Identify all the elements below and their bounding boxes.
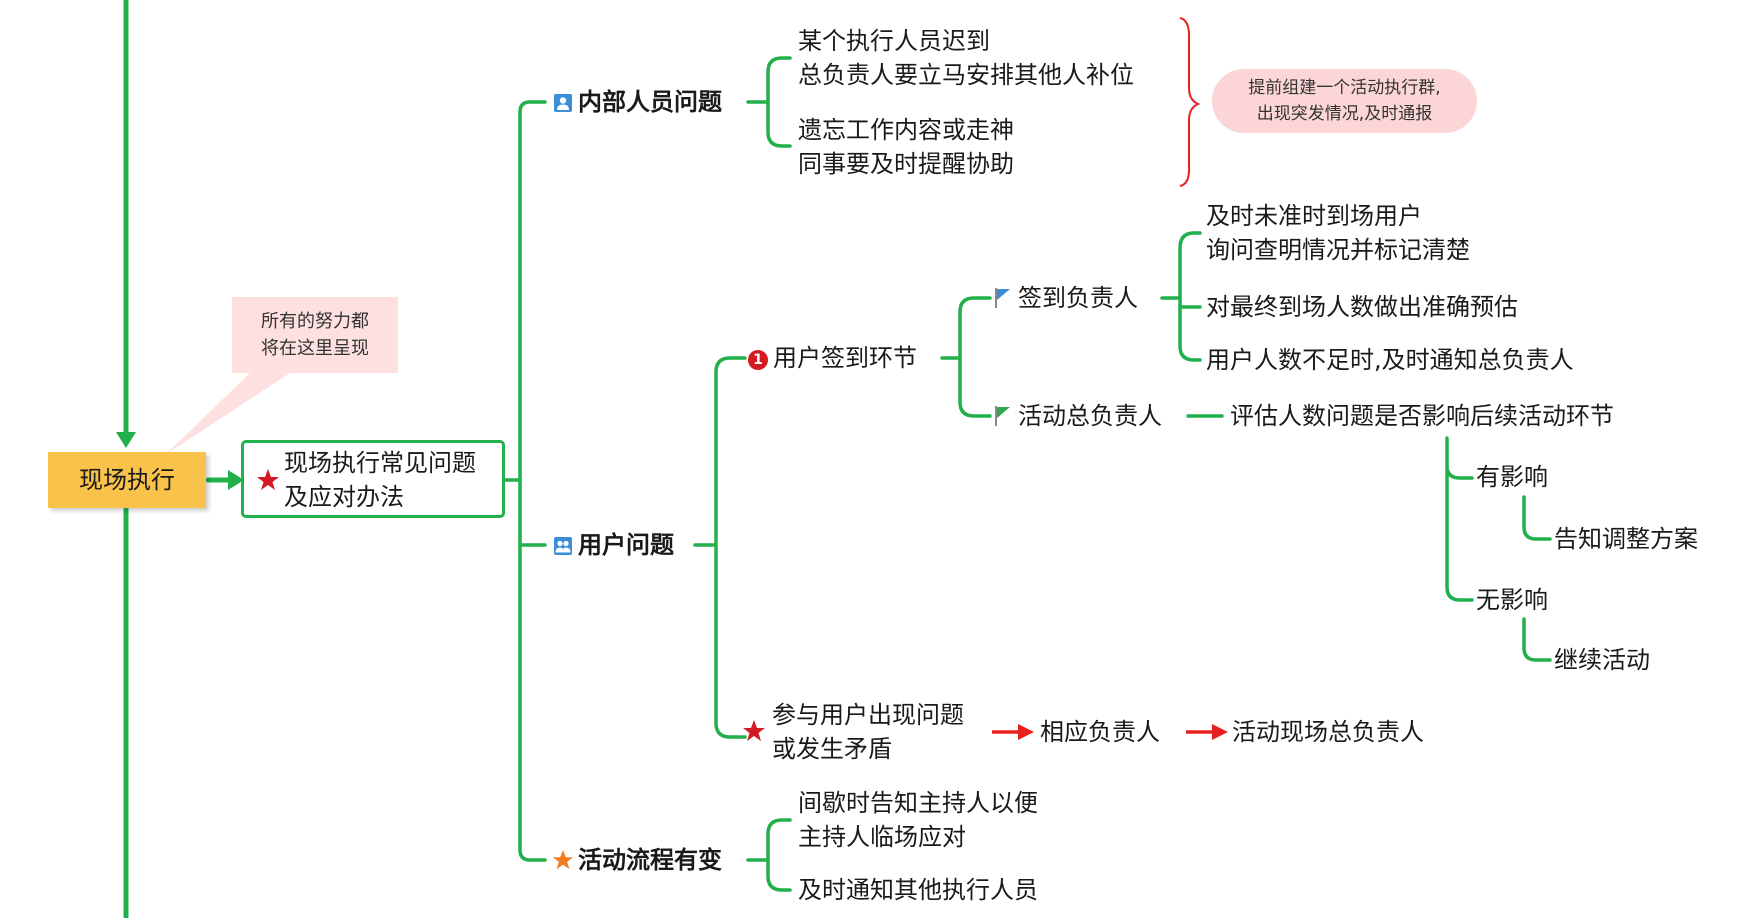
manager-node[interactable]: 活动总负责人	[994, 399, 1162, 433]
user-node[interactable]: 用户问题	[554, 528, 674, 562]
group-icon	[554, 537, 572, 555]
checkin-branch-lines	[940, 296, 992, 418]
signer-item-2[interactable]: 对最终到场人数做出准确预估	[1206, 293, 1518, 321]
yes-action-line	[1522, 495, 1552, 541]
main-topic-node[interactable]: 现场执行常见问题 及应对办法	[241, 440, 505, 518]
conflict-node[interactable]: 参与用户出现问题 或发生矛盾	[772, 698, 964, 766]
trunk-arrowhead	[116, 432, 136, 448]
flow-title: 活动流程有变	[578, 846, 722, 874]
root-node[interactable]: 现场执行	[48, 452, 206, 508]
signer-item-3[interactable]: 用户人数不足时,及时通知总负责人	[1206, 346, 1574, 374]
arrow-head-2	[1212, 724, 1228, 740]
arrow-head-1	[1018, 724, 1034, 740]
root-main-arrowhead	[228, 470, 244, 490]
no-action-line	[1522, 617, 1552, 662]
main-branch-lines	[503, 100, 547, 862]
main-topic-line-2: 及应对办法	[284, 483, 404, 511]
root-callout-line-2: 将在这里呈现	[261, 338, 369, 359]
blue-flag-icon	[995, 288, 1010, 308]
signer-item-1-line-2: 询问查明情况并标记清楚	[1206, 236, 1470, 264]
no-impact-node[interactable]: 无影响	[1476, 586, 1548, 614]
checkin-title: 用户签到环节	[773, 344, 917, 372]
internal-title: 内部人员问题	[578, 88, 722, 116]
signer-node[interactable]: 签到负责人	[994, 281, 1138, 315]
orange-star-icon	[552, 849, 574, 870]
conflict-line-2: 或发生矛盾	[772, 735, 892, 763]
internal-item-1-line-2: 总负责人要立马安排其他人补位	[798, 61, 1134, 89]
eval-node[interactable]: 评估人数问题是否影响后续活动环节	[1230, 402, 1614, 430]
eval-branch-lines	[1445, 436, 1474, 602]
internal-item-2-line-2: 同事要及时提醒协助	[798, 150, 1014, 178]
internal-node[interactable]: 内部人员问题	[554, 85, 722, 119]
signer-item-1[interactable]: 及时未准时到场用户 询问查明情况并标记清楚	[1206, 199, 1470, 267]
flow-item-1[interactable]: 间歇时告知主持人以便 主持人临场应对	[798, 786, 1038, 854]
has-impact-node[interactable]: 有影响	[1476, 463, 1548, 491]
flow-branch-lines	[746, 818, 792, 892]
manager-title: 活动总负责人	[1018, 402, 1162, 430]
internal-item-1-line-1: 某个执行人员迟到	[798, 27, 990, 55]
internal-item-2[interactable]: 遗忘工作内容或走神 同事要及时提醒协助	[798, 113, 1014, 181]
conflict-line-1: 参与用户出现问题	[772, 701, 964, 729]
main-topic-line-1: 现场执行常见问题	[284, 449, 476, 477]
red-star-icon	[257, 469, 279, 490]
responsible-person-node[interactable]: 相应负责人	[1040, 718, 1160, 746]
number-one-icon: 1	[748, 350, 768, 370]
note-bracket	[1179, 17, 1201, 187]
flow-node[interactable]: 活动流程有变	[552, 843, 722, 877]
signer-branch-lines	[1160, 231, 1202, 362]
person-icon	[554, 94, 572, 112]
root-callout: 所有的努力都 将在这里呈现	[232, 297, 398, 373]
main-topic-text: 现场执行常见问题 及应对办法	[284, 446, 476, 514]
callout-pointer	[165, 373, 290, 455]
continue-activity-node[interactable]: 继续活动	[1554, 646, 1650, 674]
user-branch-lines	[693, 356, 747, 739]
flow-item-1-line-1: 间歇时告知主持人以便	[798, 789, 1038, 817]
flow-item-1-line-2: 主持人临场应对	[798, 823, 966, 851]
internal-branch-lines	[746, 56, 792, 148]
red-star-icon	[743, 720, 765, 741]
onsite-manager-node[interactable]: 活动现场总负责人	[1232, 718, 1424, 746]
user-title: 用户问题	[578, 531, 674, 559]
internal-note-line-2: 出现突发情况,及时通报	[1256, 104, 1433, 124]
signer-title: 签到负责人	[1018, 284, 1138, 312]
adjust-plan-node[interactable]: 告知调整方案	[1554, 525, 1698, 553]
root-callout-line-1: 所有的努力都	[261, 311, 369, 332]
internal-item-1[interactable]: 某个执行人员迟到 总负责人要立马安排其他人补位	[798, 24, 1134, 92]
signer-item-1-line-1: 及时未准时到场用户	[1206, 202, 1422, 230]
green-flag-icon	[995, 406, 1010, 426]
internal-item-2-line-1: 遗忘工作内容或走神	[798, 116, 1014, 144]
internal-note-callout: 提前组建一个活动执行群, 出现突发情况,及时通报	[1212, 69, 1477, 133]
root-label: 现场执行	[79, 466, 175, 494]
internal-note-line-1: 提前组建一个活动执行群,	[1248, 78, 1441, 98]
flow-item-2[interactable]: 及时通知其他执行人员	[798, 876, 1038, 904]
